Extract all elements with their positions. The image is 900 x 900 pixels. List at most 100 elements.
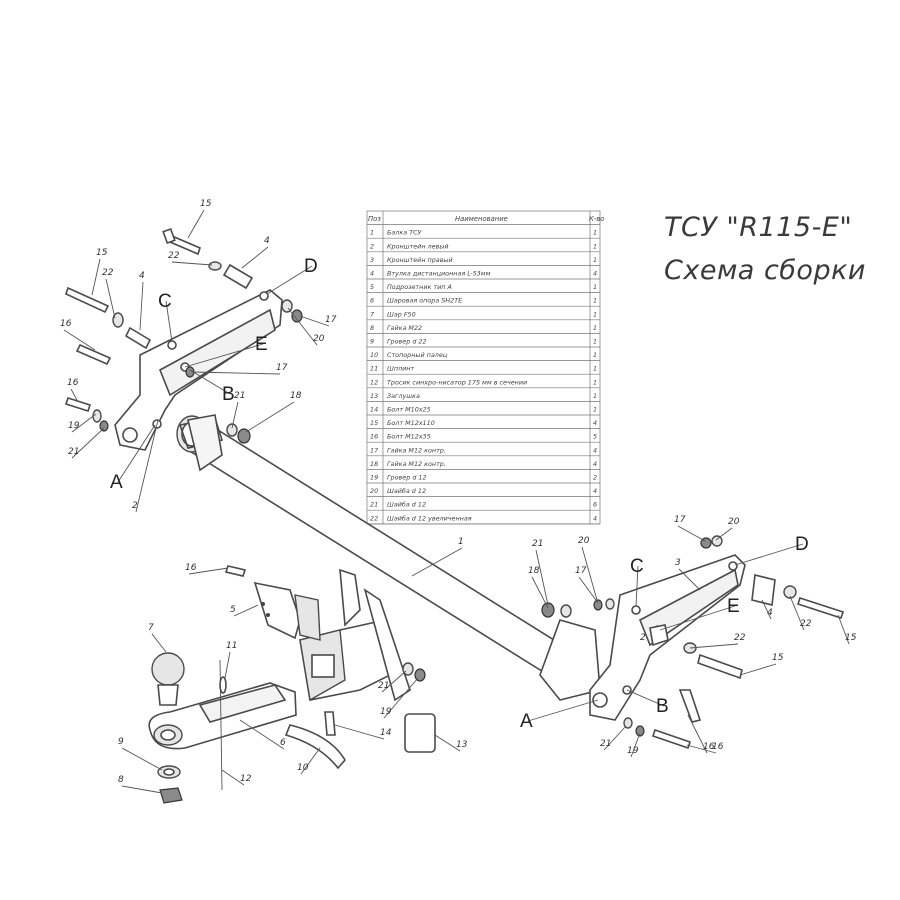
callout-18: 18 [290,391,302,401]
table-cell-name: Болт M12x110 [387,419,435,427]
table-cell-qty: 6 [593,501,597,509]
callout-21: 21 [532,539,543,549]
table-cell-qty: 4 [593,419,597,427]
left-hardware [64,227,303,444]
table-cell-name: Шаровая опора SH2TE [387,297,463,305]
callout-16: 16 [712,742,724,752]
leader-line [411,547,463,577]
callout-19: 19 [380,707,392,717]
table-cell-qty: 1 [593,310,597,318]
letter-leader-line [266,265,313,295]
leader-line [191,371,281,375]
leader-line [761,599,772,620]
assembly-letter-B: B [222,384,235,405]
callout-4: 4 [264,236,270,246]
callout-8: 8 [118,775,124,785]
leader-lines [63,209,850,794]
callout-4: 4 [139,271,145,281]
letter-leader-line [184,343,264,368]
table-header-qty: К-во [589,215,604,223]
drawing-subtitle: Схема сборки [664,255,866,286]
letter-leader-line [635,565,639,607]
callout-15: 15 [96,248,108,258]
callout-2: 2 [132,501,138,511]
table-cell-pos: 21 [370,501,378,509]
leader-line [434,734,461,752]
table-cell-name: Шайба d 12 увеличенная [387,514,472,522]
table-cell-qty: 1 [593,351,597,359]
assembly-letter-A: A [110,472,123,493]
leader-line [187,209,205,239]
table-cell-pos: 10 [370,351,378,359]
table-cell-pos: 4 [370,270,374,278]
callout-9: 9 [118,737,124,747]
callout-2: 2 [640,633,646,643]
table-cell-name: Гайка M12 контр. [387,460,446,468]
letter-leader-line [626,689,665,707]
table-cell-qty: 1 [593,378,597,386]
leader-line [715,527,733,541]
table-cell-name: Стопорный палец [387,351,448,359]
callout-12: 12 [240,774,252,784]
letter-leader-line [189,369,231,395]
leader-line [221,769,245,786]
table-cell-name: Гайка M22 [387,324,422,332]
table-cell-pos: 20 [370,487,378,495]
assembly-letter-C: C [630,556,644,577]
table-cell-name: Гайка M12 контр. [387,446,446,454]
leader-line [239,719,285,750]
lower-components [148,565,436,804]
table-cell-pos: 16 [370,433,378,441]
right-hardware [541,535,845,750]
leader-line [231,401,239,429]
callout-16: 16 [67,378,79,388]
table-cell-qty: 4 [593,460,597,468]
callout-16: 16 [60,319,72,329]
leader-line [334,724,385,740]
callout-17: 17 [276,363,288,373]
table-cell-name: Шайба d 12 [387,487,426,495]
table-cell-name: Гровер d 22 [387,338,427,346]
leader-line [531,576,549,609]
table-cell-pos: 19 [370,474,378,482]
assembly-letter-B: B [656,696,669,717]
table-cell-name: Шар F50 [387,310,416,318]
assembly-letter-A: A [520,711,533,732]
callout-17: 17 [575,566,587,576]
callout-21: 21 [234,391,245,401]
table-cell-qty: 1 [593,365,597,373]
leader-line [151,633,167,653]
table-cell-qty: 4 [593,270,597,278]
table-cell-qty: 1 [593,297,597,305]
callout-22: 22 [734,633,746,643]
callout-10: 10 [297,763,309,773]
callout-17: 17 [674,515,686,525]
leader-line [63,329,96,351]
letter-leader-line [527,699,599,722]
callout-20: 20 [728,517,740,527]
table-cell-pos: 11 [370,365,378,373]
callout-15: 15 [845,633,857,643]
leader-line [188,567,229,575]
callout-5: 5 [230,605,236,615]
callout-17: 17 [325,315,337,325]
leader-line [581,546,598,601]
table-cell-pos: 6 [370,297,374,305]
leader-line [578,576,599,604]
table-cell-qty: 4 [593,487,597,495]
callout-21: 21 [600,739,611,749]
table-cell-pos: 7 [370,310,374,318]
table-cell-pos: 9 [370,338,374,346]
leader-line [91,258,101,296]
assembly-letter-D: D [304,256,318,277]
callout-22: 22 [800,619,812,629]
letter-leader-line [165,300,173,343]
callout-15: 15 [200,199,212,209]
table-cell-name: Кронштейн левый [387,242,449,250]
leader-line [381,670,407,693]
table-cell-pos: 2 [370,242,374,250]
